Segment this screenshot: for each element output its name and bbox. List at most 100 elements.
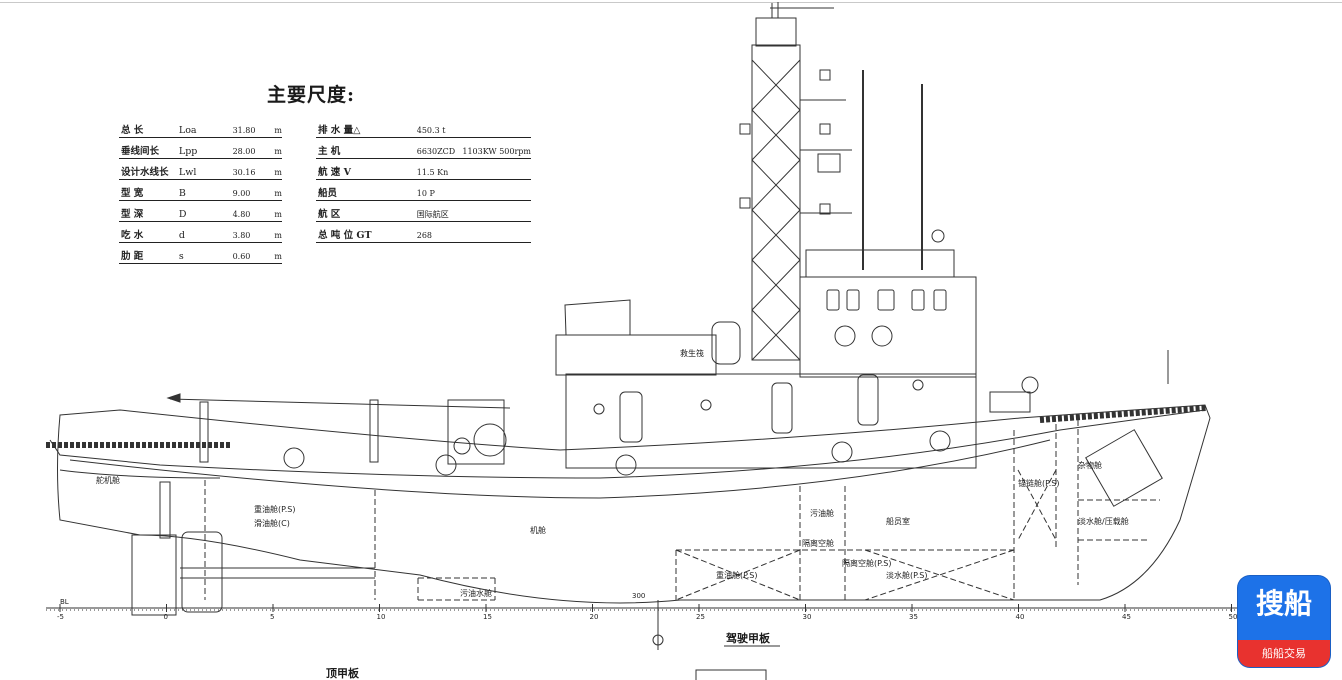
dims-left-label: 吃 水 [119,221,177,243]
dims-right-extra [460,158,531,180]
label-sludge: 污油水舱 [460,588,492,598]
dims-right-row: 航 区国际航区 [316,200,531,222]
label-ballast-fw: 淡水舱/压载舱 [1078,516,1129,526]
frame-tick-label: 5 [270,613,274,621]
dims-right-label: 航 区 [316,200,415,222]
frame-tick-label: 30 [803,613,812,621]
frame-scale [46,607,1238,611]
dims-left-unit: m [272,179,282,201]
label-dbl-fuel: 重油舱(P.S) [716,570,757,580]
caption-top-deck: 顶甲板 [326,666,360,680]
dims-right-label: 船员 [316,179,415,201]
dims-left-label: 肋 距 [119,242,177,264]
dims-left-label: 型 深 [119,200,177,222]
lifebuoys [283,430,951,476]
frame-tick-label: -5 [57,613,64,621]
frame-tick-label: 40 [1016,613,1025,621]
dims-right-row: 排 水 量△450.3 t [316,117,531,138]
label-engine-room: 机舱 [530,525,546,535]
soujian-logo[interactable]: 搜船 船船交易 [1238,576,1330,667]
label-dirty-oil: 污油舱 [810,508,834,518]
label-life-raft: 救生筏 [680,348,704,358]
dims-left-label: 型 宽 [119,179,177,201]
bulkheads [204,420,1160,601]
caption-wheelhouse-deck: 驾驶甲板 [725,631,771,645]
towing-winch [166,393,511,465]
frame-tick-label: 0 [164,613,168,621]
dims-right-label: 排 水 量△ [316,117,415,138]
dims-left-unit: m [272,158,282,180]
superstructure [555,249,977,469]
baseline-label: BL [60,598,69,606]
label-lube-c: 滑油舱(C) [254,518,290,528]
dims-right-extra [460,221,531,243]
frame-tick-label: 50 [1229,613,1238,621]
dims-right-extra [460,179,531,201]
dims-left-val: 28.00 [230,137,273,159]
frame-tick-label: 45 [1122,613,1131,621]
dims-right-val: 国际航区 [414,200,461,222]
dims-right-label: 航 速 V [316,158,415,180]
dims-left-sym: Lwl [176,158,231,180]
dims-left-label: 总 长 [119,117,177,138]
frame-tick-label: 15 [483,613,492,621]
compartment-labels: 舵机舱 重油舱(P.S) 滑油舱(C) 机舱 污油舱 隔离空舱 船员室 锚链舱(… [96,348,1129,598]
dims-left-unit: m [272,242,282,264]
dims-left-val: 31.80 [230,117,273,138]
logo-band: 船船交易 [1238,640,1330,667]
dims-left-label: 设计水线长 [119,158,177,180]
dims-right-val: 450.3 t [414,117,461,138]
logo-text: 搜船 [1255,587,1312,620]
dims-right-val: 6630ZCD [414,137,461,159]
frame-tick-label: 35 [909,613,918,621]
label-fuel-ps: 重油舱(P.S) [254,504,295,514]
dims-right-extra: 1103KW 500rpm [460,137,531,159]
dims-left-val: 3.80 [230,221,273,243]
dim-300-label: 300 [632,592,645,600]
frame-tick-label: 10 [377,613,386,621]
navigation-lights [739,69,945,270]
dims-left-sym: d [176,221,231,243]
dims-right-val: 10 P [414,179,461,201]
dims-left-sym: Loa [176,117,231,138]
anchor-gear [989,350,1169,507]
lattice-mast [751,2,834,361]
label-chain-ps: 锚链舱(P.S) [1018,478,1059,488]
dims-right-extra [460,200,531,222]
label-void: 隔离空舱(P.S) [842,558,891,568]
dims-right-label: 总 吨 位 GT [316,221,415,243]
label-fw-ps: 淡水舱(P.S) [886,570,927,580]
label-crew: 船员室 [886,516,910,526]
rudder-propeller [131,481,375,616]
dims-left-unit: m [272,221,282,243]
label-steering-gear: 舵机舱 [96,475,120,485]
dims-left-label: 垂线间长 [119,137,177,159]
dims-left-unit: m [272,200,282,222]
dims-left-sym: B [176,179,231,201]
dims-left-val: 4.80 [230,200,273,222]
dims-left-sym: D [176,200,231,222]
dims-left-sym: Lpp [176,137,231,159]
label-store: 杂物舱 [1078,460,1102,470]
dims-left-sym: s [176,242,231,264]
dims-right-extra [460,117,531,138]
hull-outline [46,404,1211,604]
dims-right-val: 268 [414,221,461,243]
frame-tick-label: 25 [696,613,705,621]
dims-right-label: 主 机 [316,137,415,159]
dims-left-unit: m [272,137,282,159]
dims-right-val: 11.5 Kn [414,158,461,180]
